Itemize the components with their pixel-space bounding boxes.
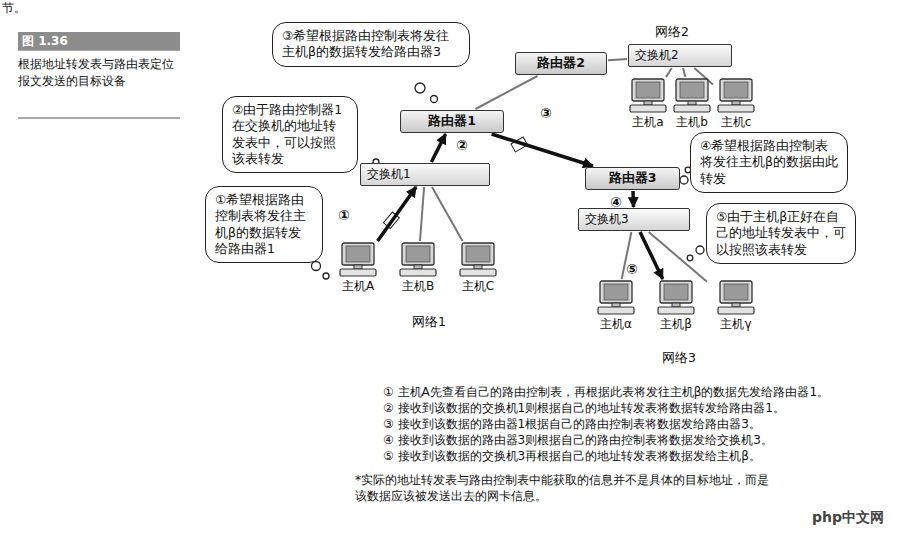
rule-line (18, 118, 180, 119)
callout-bubble: ③希望根据路由控制表将发往主机β的数据转发给路由器3 (272, 22, 470, 67)
callout-bubble: ④希望根据路由控制表将发往主机β的数据由此转发 (690, 132, 848, 193)
network-cloud: 网络3 交换机3 主机α主机β主机γ (555, 158, 885, 390)
data-path-arrow (378, 187, 417, 241)
callout-text: ④希望根据路由控制表将发往主机β的数据由此转发 (700, 138, 838, 187)
host-computer: 主机b (670, 78, 714, 131)
callout-number: ⑤ (626, 260, 638, 279)
computer-icon (656, 280, 696, 316)
figure-number: 图 1.36 (18, 32, 180, 50)
network-cloud: 网络1 交换机1 主机A 主机B 主机C (322, 146, 546, 346)
network-label: 网络2 (655, 24, 689, 41)
cloud-outline (555, 14, 865, 142)
note-text: 节。 (2, 0, 26, 16)
device-label: 路由器1 (407, 113, 497, 130)
data-path-arrow (631, 191, 635, 207)
network-cloud: 网络2 交换机2 主机a主机b主机c (555, 14, 865, 142)
host-label: 主机c (714, 114, 758, 131)
note-text: *实际的地址转发表与路由控制表中能获取的信息并不是具体的目标地址，而是该数据应该… (355, 472, 775, 504)
host-label: 主机b (670, 114, 714, 131)
switch-device: 交换机1 (360, 163, 490, 186)
host-computer: 主机α (588, 280, 644, 333)
network-link (683, 68, 685, 77)
callout-bubble: ②由于路由控制器1在交换机的地址转发表中，可以按照该表转发 (222, 96, 358, 173)
note-text: ⑤ 接收到该数据的交换机3再根据自己的地址转发表将数据发给主机β。 (383, 448, 761, 464)
cloud-outline (555, 158, 885, 390)
host-label: 主机α (588, 316, 644, 333)
network-link (420, 187, 424, 241)
note-text: ① 主机A先查看自己的路由控制表，再根据此表将发往主机β的数据先发给路由器1。 (383, 384, 829, 400)
callout-text: ③希望根据路由控制表将发往主机β的数据转发给路由器3 (282, 28, 460, 61)
router-device: 路由器3 (585, 167, 680, 190)
note-text: ④ 接收到该数据的路由器3则根据自己的路由控制表将数据发给交换机3。 (383, 432, 773, 448)
callout-number: ④ (610, 193, 622, 212)
data-path-arrow (492, 134, 593, 166)
callout-number: ③ (540, 104, 552, 123)
note-text: php中文网 (812, 508, 884, 527)
network-link (649, 232, 707, 282)
computer-icon (338, 242, 378, 278)
computer-icon (628, 78, 668, 114)
figure-caption: 根据地址转发表与路由表定位报文发送的目标设备 (18, 56, 178, 91)
network-label: 网络3 (662, 350, 696, 367)
callout-text: ⑤由于主机β正好在自己的地址转发表中，可以按照该表转发 (716, 209, 846, 258)
computer-icon (596, 280, 636, 316)
host-label: 主机β (648, 316, 704, 333)
device-label: 路由器2 (522, 55, 600, 72)
data-path-arrow (640, 232, 663, 279)
data-path-arrow (431, 134, 445, 162)
switch-device: 交换机2 (628, 44, 732, 67)
network-link (476, 76, 538, 109)
network-link (432, 187, 463, 241)
host-computer: 主机B (392, 242, 444, 295)
device-label: 路由器3 (592, 170, 673, 187)
host-label: 主机A (332, 278, 384, 295)
thought-dots (312, 83, 705, 279)
callout-number: ① (338, 206, 350, 225)
computer-icon (672, 78, 712, 114)
note-text: ② 接收到该数据的交换机1则根据自己的地址转发表将数据转发给路由器1。 (383, 400, 785, 416)
host-computer: 主机C (452, 242, 504, 295)
network-link (666, 68, 672, 77)
computer-icon (458, 242, 498, 278)
computer-icon (398, 242, 438, 278)
callout-bubble: ⑤由于主机β正好在自己的地址转发表中，可以按照该表转发 (706, 203, 856, 264)
host-label: 主机C (452, 278, 504, 295)
host-computer: 主机c (714, 78, 758, 131)
callout-bubble: ①希望根据路由控制表将发往主机β的数据转发给路由器1 (205, 186, 323, 263)
computer-icon (716, 280, 756, 316)
host-label: 主机a (626, 114, 670, 131)
host-label: 主机γ (708, 316, 764, 333)
callout-text: ②由于路由控制器1在交换机的地址转发表中，可以按照该表转发 (232, 102, 348, 167)
host-computer: 主机A (332, 242, 384, 295)
router-device: 路由器1 (400, 110, 504, 133)
network-link (608, 59, 627, 60)
host-computer: 主机a (626, 78, 670, 131)
host-computer: 主机γ (708, 280, 764, 333)
switch-device: 交换机3 (578, 208, 690, 231)
device-label: 交换机1 (367, 166, 483, 183)
device-label: 交换机2 (635, 47, 725, 64)
host-computer: 主机β (648, 280, 704, 333)
host-label: 主机B (392, 278, 444, 295)
device-label: 交换机3 (585, 211, 683, 228)
computer-icon (716, 78, 756, 114)
network-label: 网络1 (412, 314, 446, 331)
router-device: 路由器2 (515, 52, 607, 75)
callout-number: ② (456, 136, 468, 155)
callout-text: ①希望根据路由控制表将发往主机β的数据转发给路由器1 (215, 192, 313, 257)
note-text: ③ 接收到该数据的路由器1根据自己的路由控制表将数据发给路由器3。 (383, 416, 761, 432)
